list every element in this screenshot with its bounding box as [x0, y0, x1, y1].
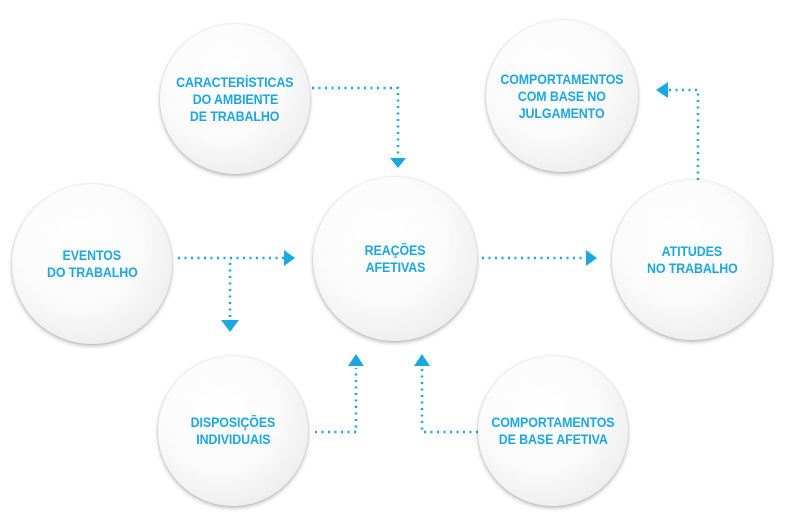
node-label-line: COMPORTAMENTOS — [500, 71, 624, 87]
node-label-line: DISPOSIÇÕES — [190, 415, 276, 430]
node-comportamentos-base-afetiva: COMPORTAMENTOS DE BASE AFETIVA — [478, 356, 628, 506]
node-comportamentos-julgamento: COMPORTAMENTOS COM BASE NO JULGAMENTO — [486, 20, 638, 172]
connector-caracteristicas-to-reacoes — [312, 86, 400, 158]
arrowhead-into-disposicoes — [221, 320, 239, 332]
node-label-line: DO TRABALHO — [46, 265, 138, 280]
node-label-line: ATITUDES — [661, 244, 723, 259]
node-label-line: DO AMBIENTE — [192, 91, 278, 107]
node-disposicoes-individuais: DISPOSIÇÕES INDIVIDUAIS — [158, 356, 308, 506]
node-label-line: EVENTOS — [62, 248, 122, 263]
arrowhead-into-atitudes — [586, 250, 597, 266]
node-caracteristicas-ambiente: CARACTERÍSTICAS DO AMBIENTE DE TRABALHO — [160, 24, 310, 174]
node-label-line: CARACTERÍSTICAS — [176, 74, 294, 90]
node-atitudes-trabalho: ATITUDES NO TRABALHO — [612, 180, 772, 340]
node-label-line: JULGAMENTO — [519, 105, 605, 121]
connector-disposicoes-to-reacoes — [315, 368, 358, 434]
arrowhead-into-reacoes-top — [390, 158, 406, 168]
node-label-line: COMPORTAMENTOS — [491, 415, 615, 430]
node-label-line: DE TRABALHO — [190, 108, 280, 124]
arrowhead-from-comportamentos-afetiva-up — [414, 354, 430, 366]
arrowhead-into-reacoes-left — [284, 250, 295, 266]
node-eventos-trabalho: EVENTOS DO TRABALHO — [12, 184, 172, 344]
connector-comportamentos-afetiva-to-reacoes — [420, 368, 478, 434]
node-label-line: REAÇÕES — [364, 243, 426, 258]
node-label-line: DE BASE AFETIVA — [498, 432, 608, 447]
arrowhead-from-disposicoes-up — [348, 354, 364, 366]
arrowhead-into-comportamentos-julgamento — [656, 82, 668, 98]
node-label-line: NO TRABALHO — [646, 261, 738, 276]
node-label-line: AFETIVAS — [365, 260, 425, 275]
node-reacoes-afetivas: REAÇÕES AFETIVAS — [313, 177, 477, 341]
node-label-line: COM BASE NO — [517, 88, 607, 104]
node-label-line: INDIVIDUAIS — [195, 432, 271, 447]
connector-atitudes-to-comportamentos-julgamento — [668, 88, 700, 180]
